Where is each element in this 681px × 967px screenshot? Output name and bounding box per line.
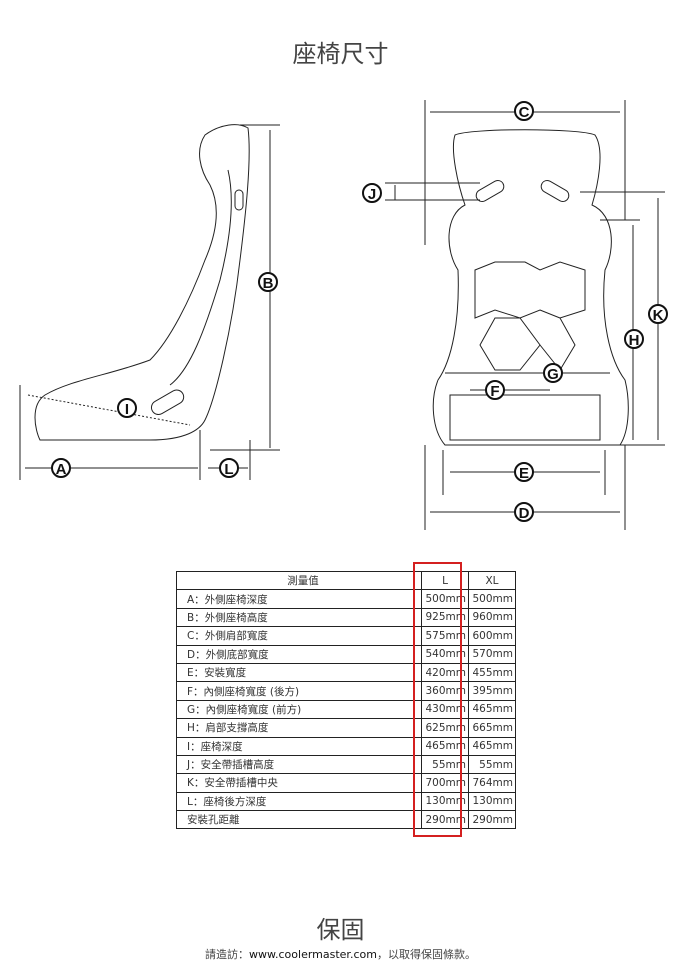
label-I: I bbox=[125, 401, 129, 418]
label-L: L bbox=[224, 461, 233, 478]
label-B: B bbox=[263, 275, 274, 292]
warranty-title: 保固 bbox=[316, 916, 365, 944]
value-XL: 465mm bbox=[468, 699, 516, 720]
label-K: K bbox=[653, 307, 664, 324]
value-XL: 130mm bbox=[468, 791, 516, 812]
label-E: E bbox=[519, 465, 529, 482]
value-L: 420mm bbox=[421, 662, 469, 683]
label-A: A bbox=[56, 461, 67, 478]
note-prefix: 請造訪： bbox=[205, 948, 250, 961]
warranty-link[interactable]: www.coolermaster.com bbox=[249, 948, 377, 961]
header-measurement: 測量值 bbox=[176, 570, 422, 591]
value-XL: 570mm bbox=[468, 644, 516, 664]
page-title: 座椅尺寸 bbox=[292, 40, 389, 68]
table-header-row: 測量值 L XL bbox=[176, 570, 516, 591]
note-suffix: ，以取得保固條款。 bbox=[376, 948, 476, 961]
label-C: C bbox=[519, 104, 530, 121]
label-J: J bbox=[368, 186, 376, 203]
row-label: E：安裝寬度 bbox=[176, 662, 422, 683]
header-XL: XL bbox=[468, 570, 516, 591]
value-XL: 455mm bbox=[468, 662, 516, 683]
value-XL: 395mm bbox=[468, 681, 516, 701]
row-label: H：肩部支撐高度 bbox=[176, 718, 422, 738]
value-XL: 290mm bbox=[468, 810, 516, 830]
row-label: J：安全帶插槽高度 bbox=[176, 754, 422, 775]
value-XL: 764mm bbox=[468, 773, 516, 793]
value-XL: 55mm bbox=[468, 754, 516, 775]
value-XL: 465mm bbox=[468, 736, 516, 756]
size-L-highlight bbox=[413, 562, 462, 837]
front-view bbox=[385, 100, 665, 530]
value-L: 465mm bbox=[421, 736, 469, 756]
value-XL: 960mm bbox=[468, 607, 516, 628]
row-label: G：內側座椅寬度 (前方) bbox=[176, 699, 422, 720]
seat-dimension-diagram: A B I L C J K H G F E D bbox=[19, 100, 668, 530]
label-F: F bbox=[490, 383, 499, 400]
value-XL: 600mm bbox=[468, 626, 516, 646]
label-H: H bbox=[629, 332, 640, 349]
row-label: L：座椅後方深度 bbox=[176, 791, 422, 812]
label-D: D bbox=[519, 505, 530, 522]
label-G: G bbox=[547, 366, 559, 383]
row-label: 安裝孔距離 bbox=[176, 810, 422, 830]
warranty-note: 請造訪：www.coolermaster.com，以取得保固條款。 bbox=[0, 946, 681, 962]
row-label: K：安全帶插槽中央 bbox=[176, 773, 422, 793]
side-view bbox=[19, 124, 280, 480]
row-label: B：外側座椅高度 bbox=[176, 607, 422, 628]
row-label: I：座椅深度 bbox=[176, 736, 422, 756]
value-XL: 500mm bbox=[468, 589, 516, 609]
value-XL: 665mm bbox=[468, 718, 516, 738]
row-label: F：內側座椅寬度 (後方) bbox=[176, 681, 422, 701]
row-label: A：外側座椅深度 bbox=[176, 589, 422, 609]
row-label: C：外側肩部寬度 bbox=[176, 626, 422, 646]
row-label: D：外側底部寬度 bbox=[176, 644, 422, 664]
